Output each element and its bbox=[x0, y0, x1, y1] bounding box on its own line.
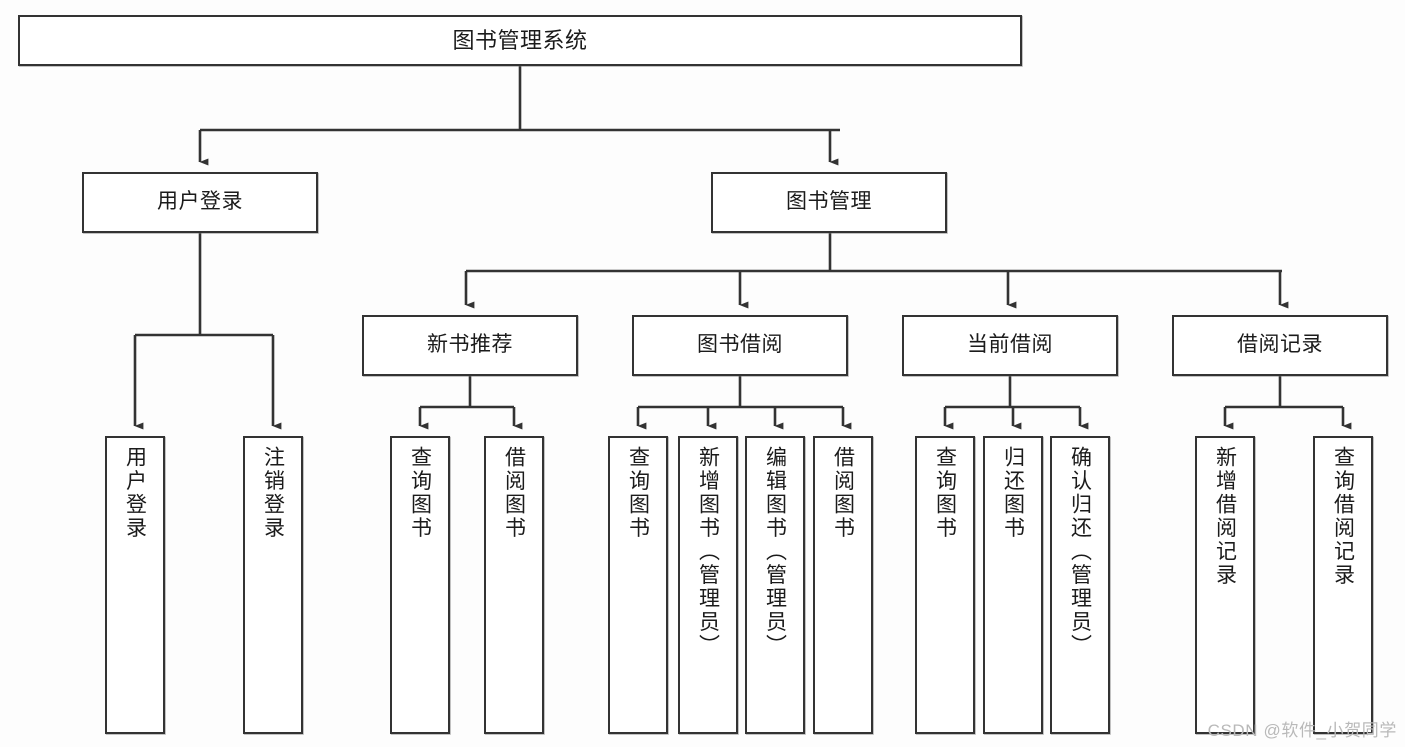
node-leaf-query-book-1-label: 查询图书 bbox=[408, 446, 432, 540]
node-leaf-borrow-book-2-label: 借阅图书 bbox=[831, 446, 855, 540]
node-current-borrow-label: 当前借阅 bbox=[967, 333, 1053, 357]
node-leaf-query-book-3-label: 查询图书 bbox=[933, 446, 957, 540]
node-book-borrow[interactable]: 图书借阅 bbox=[632, 315, 848, 376]
node-root[interactable]: 图书管理系统 bbox=[18, 15, 1022, 66]
node-book-borrow-label: 图书借阅 bbox=[697, 333, 783, 357]
node-leaf-add-record[interactable]: 新增借阅记录 bbox=[1195, 436, 1255, 734]
csdn-watermark: CSDN @软件_小贺同学 bbox=[1207, 721, 1397, 740]
node-leaf-query-record[interactable]: 查询借阅记录 bbox=[1313, 436, 1373, 734]
node-leaf-confirm-return-label: 确认归还（管理员） bbox=[1068, 446, 1092, 658]
node-borrow-record-label: 借阅记录 bbox=[1237, 333, 1323, 357]
node-leaf-edit-book-label: 编辑图书（管理员） bbox=[763, 446, 787, 658]
node-leaf-confirm-return[interactable]: 确认归还（管理员） bbox=[1050, 436, 1110, 734]
node-borrow-record[interactable]: 借阅记录 bbox=[1172, 315, 1388, 376]
node-leaf-add-book-label: 新增图书（管理员） bbox=[696, 446, 720, 658]
node-leaf-add-record-label: 新增借阅记录 bbox=[1213, 446, 1237, 587]
node-leaf-query-record-label: 查询借阅记录 bbox=[1331, 446, 1355, 587]
node-leaf-query-book-1[interactable]: 查询图书 bbox=[390, 436, 450, 734]
node-book-manage[interactable]: 图书管理 bbox=[711, 172, 947, 233]
node-new-book-rec[interactable]: 新书推荐 bbox=[362, 315, 578, 376]
node-leaf-borrow-book-2[interactable]: 借阅图书 bbox=[813, 436, 873, 734]
node-leaf-query-book-3[interactable]: 查询图书 bbox=[915, 436, 975, 734]
node-leaf-query-book-2-label: 查询图书 bbox=[626, 446, 650, 540]
node-leaf-borrow-book-1[interactable]: 借阅图书 bbox=[484, 436, 544, 734]
node-leaf-edit-book[interactable]: 编辑图书（管理员） bbox=[745, 436, 805, 734]
node-leaf-logout[interactable]: 注销登录 bbox=[243, 436, 303, 734]
node-current-borrow[interactable]: 当前借阅 bbox=[902, 315, 1118, 376]
node-leaf-user-login-label: 用户登录 bbox=[123, 446, 147, 540]
node-new-book-rec-label: 新书推荐 bbox=[427, 333, 513, 357]
node-leaf-logout-label: 注销登录 bbox=[261, 446, 285, 540]
node-user-login[interactable]: 用户登录 bbox=[82, 172, 318, 233]
node-leaf-add-book[interactable]: 新增图书（管理员） bbox=[678, 436, 738, 734]
node-book-manage-label: 图书管理 bbox=[786, 190, 872, 214]
node-leaf-return-book-label: 归还图书 bbox=[1001, 446, 1025, 540]
node-root-label: 图书管理系统 bbox=[452, 27, 588, 53]
node-leaf-borrow-book-1-label: 借阅图书 bbox=[502, 446, 526, 540]
node-leaf-query-book-2[interactable]: 查询图书 bbox=[608, 436, 668, 734]
node-leaf-return-book[interactable]: 归还图书 bbox=[983, 436, 1043, 734]
node-user-login-label: 用户登录 bbox=[157, 190, 243, 214]
node-leaf-user-login[interactable]: 用户登录 bbox=[105, 436, 165, 734]
